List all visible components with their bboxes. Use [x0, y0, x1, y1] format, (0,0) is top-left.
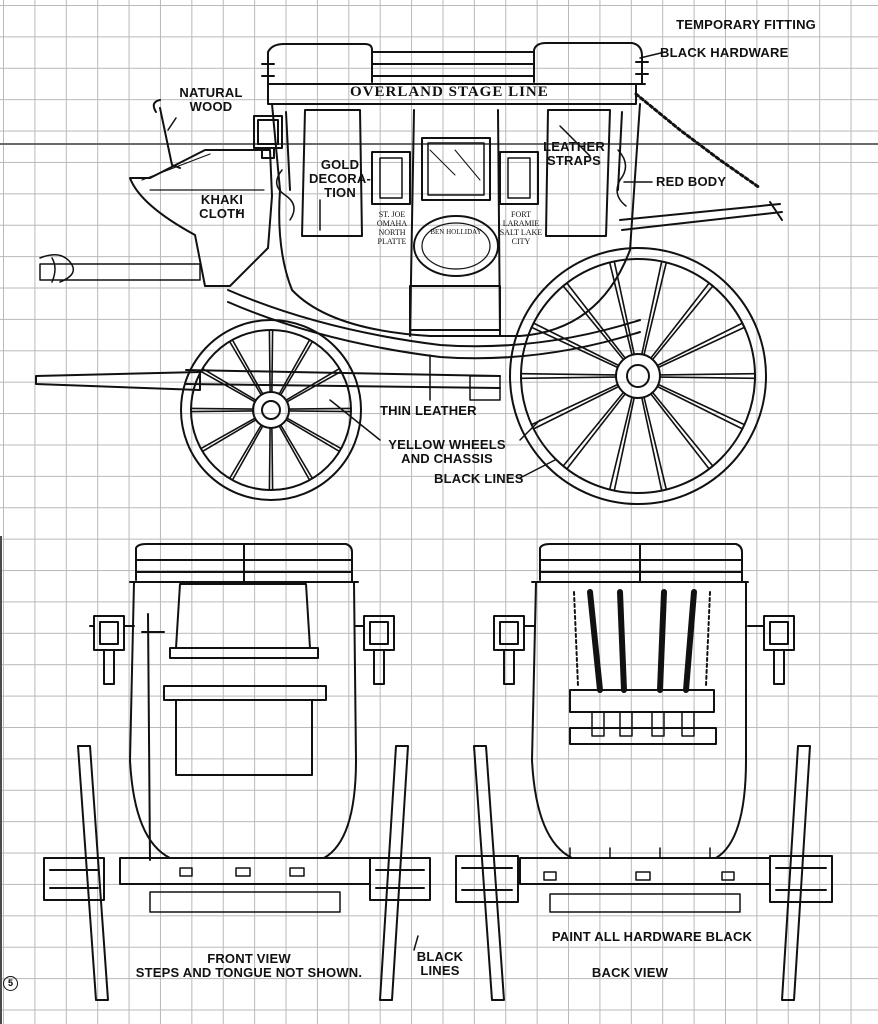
wheel-spoke [278, 424, 314, 481]
front-pole [39, 263, 201, 281]
wheel-spoke [200, 417, 257, 453]
wheel-spoke [650, 391, 714, 470]
leader-lines [167, 51, 666, 479]
wheel-spoke [228, 339, 264, 396]
back-left-lamp [493, 615, 535, 685]
driver-seat [163, 685, 327, 701]
wheel-spoke [641, 260, 668, 356]
wheel-spoke [659, 372, 756, 380]
label-black-lines-bottom: BLACK LINES [416, 949, 464, 978]
page-number: 5 [3, 976, 18, 991]
wheel-spoke [268, 329, 274, 393]
front-view [43, 543, 431, 1001]
wheel-spoke [530, 322, 620, 369]
back-left-hub [455, 855, 519, 903]
boot-platform [569, 689, 715, 713]
thoroughbrace [227, 289, 641, 348]
driver-box [129, 149, 273, 287]
sheet-edge-line [0, 536, 2, 1024]
label-khaki-cloth: KHAKI CLOTH [199, 192, 245, 221]
boot-chains [573, 591, 711, 687]
back-body [531, 581, 747, 859]
label-gold-decoration: GOLD DECORA- TION [308, 157, 372, 200]
front-left-lamp [89, 615, 135, 685]
chassis-reach [185, 369, 501, 389]
label-red-body: RED BODY [656, 174, 727, 189]
back-view [455, 543, 833, 1001]
tongue [35, 371, 201, 391]
wheel-spoke [228, 424, 264, 481]
label-paint-hardware: PAINT ALL HARDWARE BLACK [551, 929, 753, 944]
wheel-spoke [200, 367, 257, 403]
wheel-spoke [190, 407, 254, 413]
hardware-chain [634, 92, 762, 190]
label-leather-straps: LEATHER STRAPS [543, 139, 605, 168]
front-left-wheel [77, 745, 109, 1001]
panel-text-center: BEN HOLLIDAY [430, 228, 482, 236]
label-temporary-fitting: TEMPORARY FITTING [676, 17, 816, 32]
roof-rail [261, 42, 649, 85]
label-front-view: FRONT VIEW STEPS AND TONGUE NOT SHOWN. [135, 951, 363, 980]
label-natural-wood: NATURAL WOOD [179, 85, 243, 114]
wheel-spoke [656, 322, 746, 369]
rear-boot-strap [619, 201, 783, 231]
back-right-lamp [747, 615, 795, 685]
side-view [35, 42, 783, 505]
back-left-wheel [473, 745, 505, 1001]
label-yellow-wheels: YELLOW WHEELS AND CHASSIS [388, 437, 506, 466]
footboard [175, 699, 313, 776]
driver-seat-back [175, 583, 311, 649]
brake-lever [152, 99, 181, 169]
coach-lamp [253, 115, 283, 159]
wheel-spoke [285, 367, 342, 403]
rear-wheel [509, 247, 767, 505]
wheel-spoke [268, 427, 274, 491]
wheel-spoke [562, 391, 626, 470]
front-right-wheel [379, 745, 409, 1001]
label-black-hardware: BLACK HARDWARE [660, 45, 789, 60]
front-right-lamp [355, 615, 395, 685]
coach-sign: OVERLAND STAGE LINE [350, 84, 549, 100]
wheel-spoke [285, 417, 342, 453]
label-thin-leather: THIN LEATHER [380, 403, 477, 418]
gold-scroll-decoration [276, 149, 627, 221]
wheel-spoke [520, 372, 617, 380]
wheel-spoke [562, 282, 626, 361]
coach-body [271, 103, 641, 337]
door-medallion [413, 215, 499, 277]
front-wheel [180, 319, 362, 501]
panel-text-left: ST. JOE OMAHA NORTH PLATTE [376, 210, 408, 246]
front-left-hub [43, 857, 105, 901]
boot-straps [587, 589, 697, 693]
wheel-spoke [641, 396, 668, 492]
wheel-spoke [530, 383, 620, 430]
label-back-view: BACK VIEW [591, 965, 669, 980]
front-brake-lever [141, 613, 165, 861]
label-black-lines-side: BLACK LINES [434, 471, 524, 486]
heavy-grid-line [0, 143, 878, 145]
wheel-spoke [656, 383, 746, 430]
front-bolster [119, 857, 371, 885]
panel-text-right: FORT LARAMIE SALT LAKE CITY [499, 210, 543, 246]
wheel-spoke [278, 339, 314, 396]
door-lower-panel [409, 285, 501, 331]
front-body [129, 581, 357, 859]
wheel-spoke [650, 282, 714, 361]
wheel-spoke [608, 260, 635, 356]
back-right-wheel [781, 745, 811, 1001]
wheel-spoke [608, 396, 635, 492]
